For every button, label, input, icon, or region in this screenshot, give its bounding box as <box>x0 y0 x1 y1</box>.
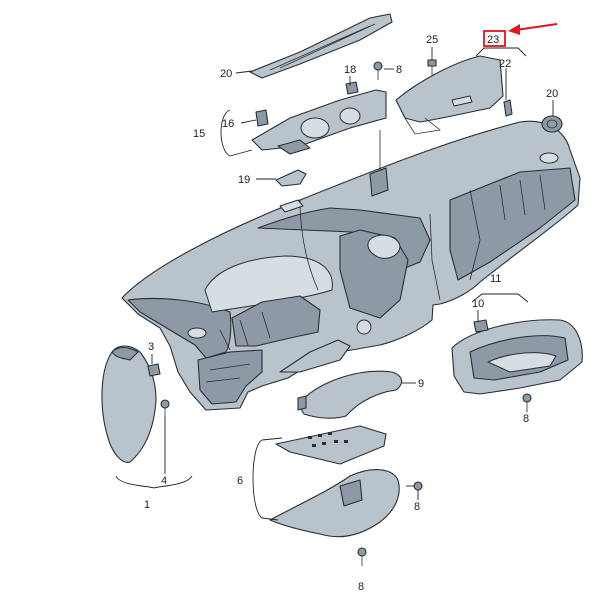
side-trim-panel <box>101 345 157 463</box>
screw-4 <box>160 399 170 416</box>
label-25: 25 <box>426 34 438 46</box>
label-11: 11 <box>490 273 501 285</box>
screw-8-bottom <box>357 547 367 566</box>
label-8-top: 8 <box>396 64 402 76</box>
label-20-right: 20 <box>546 88 558 100</box>
leader-lines <box>115 47 554 521</box>
label-20-top: 20 <box>220 68 232 80</box>
label-6: 6 <box>237 475 243 487</box>
round-vent <box>541 115 563 133</box>
label-23: 23 <box>487 34 499 46</box>
cover-plate-holes <box>308 432 348 447</box>
steering-lower-shroud <box>269 469 400 538</box>
clip-10 <box>473 319 489 333</box>
label-16: 16 <box>222 118 234 130</box>
label-15: 15 <box>193 128 205 140</box>
steering-upper-shroud <box>297 370 403 419</box>
label-1: 1 <box>144 499 150 511</box>
clip-19 <box>275 169 307 187</box>
clip-18 <box>345 81 359 95</box>
screw-8-lower-right <box>413 481 423 491</box>
dashboard-panel <box>121 120 581 411</box>
screw-8-cluster <box>522 393 532 410</box>
speaker-grille-strip <box>249 13 393 79</box>
label-10: 10 <box>472 298 484 310</box>
glovebox-handle <box>451 95 473 107</box>
label-8-lower-right: 8 <box>414 501 420 513</box>
glovebox-lid <box>395 55 504 123</box>
label-8-bottom: 8 <box>358 581 364 593</box>
label-3: 3 <box>148 341 154 353</box>
label-8-cluster: 8 <box>523 413 529 425</box>
screw-25 <box>427 59 437 76</box>
label-23-highlight-box <box>483 30 506 47</box>
label-19: 19 <box>238 174 250 186</box>
label-4: 4 <box>161 475 167 487</box>
lower-cover-plate <box>275 425 387 465</box>
label-22: 22 <box>499 58 511 70</box>
bracket-22 <box>503 99 513 117</box>
label-9: 9 <box>418 378 424 390</box>
highlight-arrow <box>508 23 558 35</box>
clip-16 <box>255 109 269 127</box>
label-18: 18 <box>344 64 356 76</box>
screw-8-top <box>373 61 383 80</box>
clip-3 <box>147 363 161 377</box>
